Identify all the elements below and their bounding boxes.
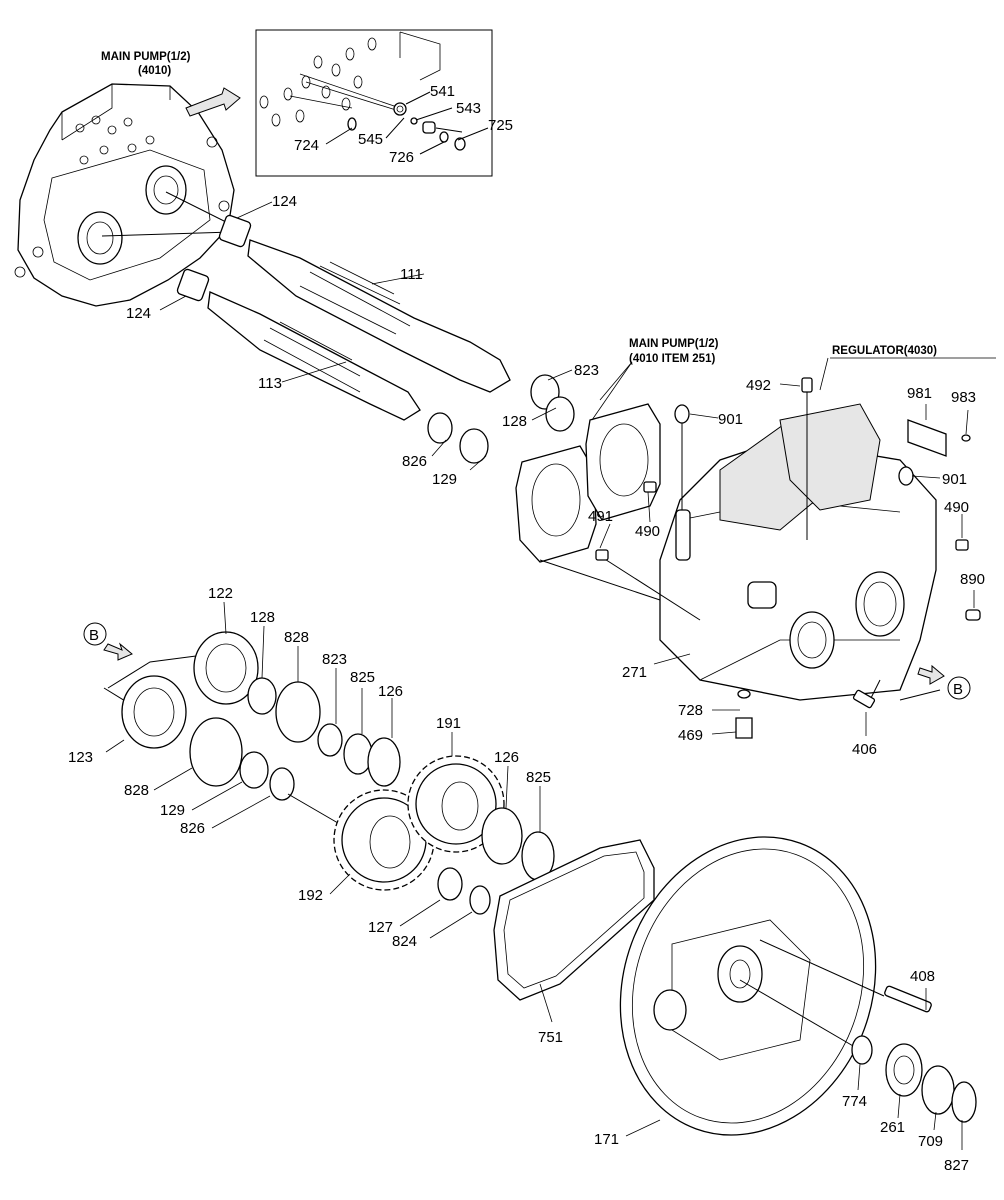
housing-171	[619, 836, 977, 1136]
part-271: 271	[622, 664, 647, 681]
main-pump-top-title: MAIN PUMP(1/2)	[101, 51, 191, 63]
part-490-right: 490	[944, 499, 969, 516]
part-901-upper: 901	[718, 411, 743, 428]
part-983: 983	[951, 389, 976, 406]
part-774: 774	[842, 1093, 867, 1110]
leader-lines	[105, 201, 996, 1150]
view-ref-left-label: B	[89, 627, 99, 644]
part-406: 406	[852, 741, 877, 758]
part-828-lower: 828	[124, 782, 149, 799]
view-ref-right-label: B	[953, 681, 963, 698]
shafts-and-bearings-top	[101, 191, 575, 464]
detail-inset	[255, 29, 493, 177]
part-113: 113	[258, 375, 282, 392]
part-124-upper: 124	[272, 193, 297, 210]
main-pump-plates	[515, 403, 661, 563]
part-126-upper: 126	[378, 683, 403, 700]
main-pump-top-subtitle: (4010)	[138, 65, 171, 77]
regulator-parts	[595, 377, 981, 739]
part-261: 261	[880, 1119, 905, 1136]
main-pump-mid-title: MAIN PUMP(1/2)	[629, 338, 719, 350]
part-825-lower: 825	[526, 769, 551, 786]
part-726: 726	[389, 149, 414, 166]
part-709: 709	[918, 1133, 943, 1150]
part-541: 541	[430, 83, 455, 100]
view-marker-left	[83, 622, 133, 661]
pump-body-271	[539, 403, 941, 701]
part-724: 724	[294, 137, 319, 154]
view-marker-right	[917, 664, 971, 700]
part-111: 111	[400, 266, 423, 283]
part-901-lower: 901	[942, 471, 967, 488]
part-823-lower: 823	[322, 651, 347, 668]
regulator-title: REGULATOR(4030)	[832, 345, 937, 357]
part-129-lower: 129	[160, 802, 185, 819]
part-171: 171	[594, 1131, 619, 1148]
part-491: 491	[588, 508, 613, 525]
part-725: 725	[488, 117, 513, 134]
part-126-lower: 126	[494, 749, 519, 766]
part-826-upper: 826	[402, 453, 427, 470]
part-828-upper: 828	[284, 629, 309, 646]
part-543: 543	[456, 100, 481, 117]
main-pump-housing-drawing	[14, 83, 241, 307]
main-pump-mid-subtitle: (4010 ITEM 251)	[629, 353, 715, 365]
part-826-lower: 826	[180, 820, 205, 837]
part-824: 824	[392, 933, 417, 950]
gasket-751	[493, 839, 655, 1001]
gears	[333, 755, 555, 915]
part-191: 191	[436, 715, 461, 732]
part-127: 127	[368, 919, 393, 936]
part-408: 408	[910, 968, 935, 985]
part-890: 890	[960, 571, 985, 588]
part-123: 123	[68, 749, 93, 766]
part-823-upper: 823	[574, 362, 599, 379]
part-128-upper: 128	[502, 413, 527, 430]
part-827: 827	[944, 1157, 969, 1174]
part-128-lower: 128	[250, 609, 275, 626]
part-545: 545	[358, 131, 383, 148]
part-825-upper: 825	[350, 669, 375, 686]
part-192: 192	[298, 887, 323, 904]
part-129-upper: 129	[432, 471, 457, 488]
part-469: 469	[678, 727, 703, 744]
part-490-left: 490	[635, 523, 660, 540]
part-751: 751	[538, 1029, 563, 1046]
part-124-lower: 124	[126, 305, 151, 322]
part-981: 981	[907, 385, 932, 402]
part-492: 492	[746, 377, 771, 394]
part-122: 122	[208, 585, 233, 602]
part-728: 728	[678, 702, 703, 719]
